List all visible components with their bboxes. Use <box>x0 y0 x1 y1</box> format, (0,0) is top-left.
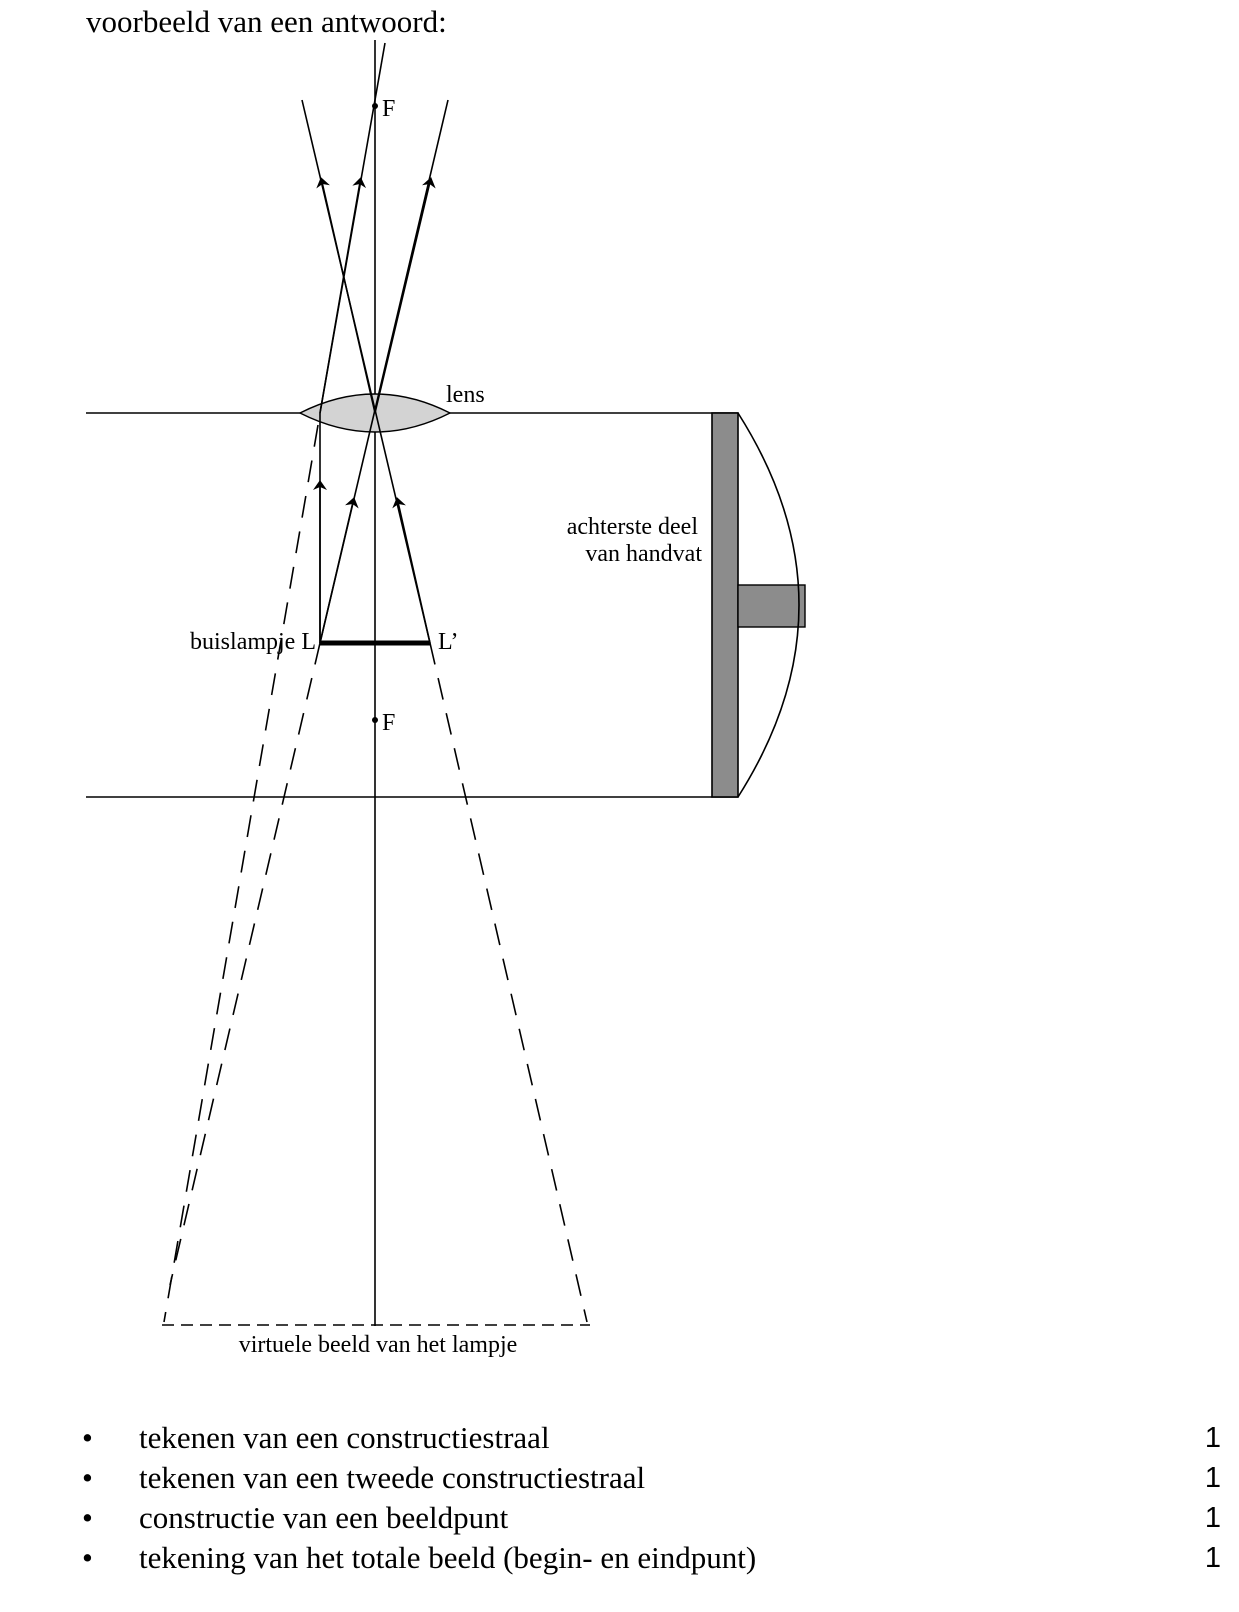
extension-center-ray-l <box>169 642 321 1286</box>
criterion-text: constructie van een beeldpunt <box>139 1500 509 1535</box>
extension-center-ray-l-prime <box>429 642 588 1323</box>
criterion-text: tekenen van een tweede constructiestraal <box>139 1460 646 1495</box>
label-handle-line1: achterste deel <box>567 514 699 540</box>
handle-knob <box>737 584 806 628</box>
label-focal-top: F <box>382 96 395 122</box>
label-lens: lens <box>446 382 485 408</box>
bullet-icon: • <box>82 1460 93 1495</box>
page-heading: voorbeeld van een antwoord: <box>86 4 447 39</box>
criterion-score: 1 <box>1204 1542 1221 1574</box>
lens-construction-diagram: F F lens achterste deel van handvat buis… <box>86 40 806 1358</box>
criterion-item: • constructie van een beeldpunt 1 <box>0 1498 1239 1538</box>
extension-refracted-ray <box>163 424 319 1323</box>
criterion-score: 1 <box>1204 1502 1221 1534</box>
ray-center-l-arrow-low <box>319 497 359 644</box>
ray-center-l-arrow-high <box>374 177 436 414</box>
label-virtual-image: virtuele beeld van het lampje <box>239 1332 518 1358</box>
bullet-icon: • <box>82 1420 93 1455</box>
label-focal-bottom: F <box>382 710 395 736</box>
scoring-criteria-list: • tekenen van een constructiestraal 1 • … <box>0 1418 1239 1578</box>
label-handle-line2: van handvat <box>585 541 702 567</box>
bullet-icon: • <box>82 1540 93 1575</box>
handle-cap-curve <box>737 412 800 798</box>
criterion-score: 1 <box>1204 1422 1221 1454</box>
handle-back-plate <box>711 412 739 798</box>
focal-point-bottom <box>372 717 378 723</box>
label-lamp: buislampje L <box>190 629 316 655</box>
criterion-text: tekening van het totale beeld (begin- en… <box>139 1540 757 1575</box>
ray-center-l-prime-arrow-high <box>316 177 376 414</box>
ray-refracted-arrow <box>319 177 367 414</box>
criterion-text: tekenen van een constructiestraal <box>139 1420 550 1455</box>
criterion-item: • tekenen van een constructiestraal 1 <box>0 1418 1239 1458</box>
label-lamp-end: L’ <box>438 629 458 655</box>
bullet-icon: • <box>82 1500 93 1535</box>
criterion-item: • tekening van het totale beeld (begin- … <box>0 1538 1239 1578</box>
ray-center-l-prime-arrow-low <box>392 497 431 644</box>
criterion-score: 1 <box>1204 1462 1221 1494</box>
criterion-item: • tekenen van een tweede constructiestra… <box>0 1458 1239 1498</box>
